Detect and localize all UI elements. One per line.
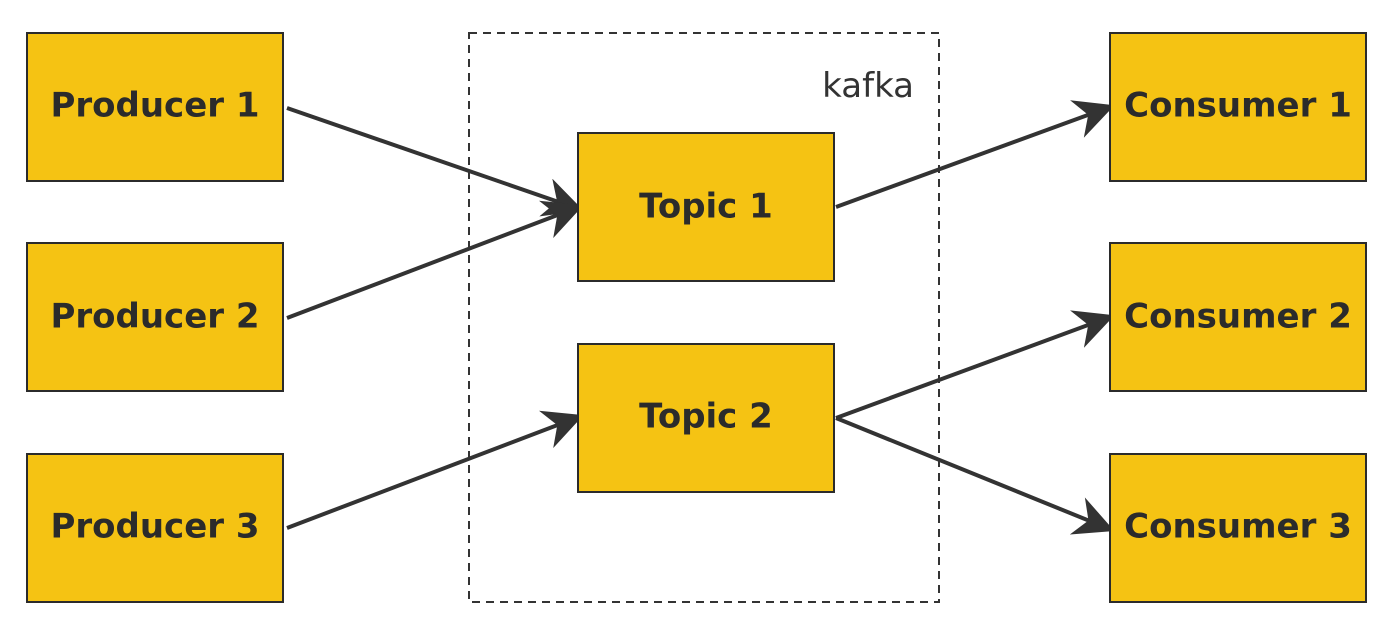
kafka-container-border xyxy=(468,32,940,603)
edges xyxy=(286,100,1115,535)
topic-2-box xyxy=(577,343,835,493)
consumer-2-node[interactable]: Consumer 2 xyxy=(1109,242,1367,392)
edge-producer3-topic2 xyxy=(286,410,584,530)
topic-1-label: Topic 1 xyxy=(639,187,773,227)
producer-2-node[interactable]: Producer 2 xyxy=(26,242,284,392)
edge-producer1-topic1 xyxy=(286,106,584,217)
edge-topic2-consumer3 xyxy=(835,416,1115,535)
consumer-3-box xyxy=(1109,453,1367,603)
topic-2-node[interactable]: Topic 2 xyxy=(577,343,835,493)
producer-3-label: Producer 3 xyxy=(50,507,259,547)
consumer-1-label: Consumer 1 xyxy=(1124,86,1352,126)
topic-1-box xyxy=(577,132,835,282)
producer-1-box xyxy=(26,32,284,182)
topic-2-label: Topic 2 xyxy=(639,397,773,437)
consumer-1-box xyxy=(1109,32,1367,182)
consumer-3-node[interactable]: Consumer 3 xyxy=(1109,453,1367,603)
consumer-1-node[interactable]: Consumer 1 xyxy=(1109,32,1367,182)
producer-2-label: Producer 2 xyxy=(50,297,259,337)
consumer-2-box xyxy=(1109,242,1367,392)
edge-producer2-topic1 xyxy=(286,200,584,320)
producer-3-box xyxy=(26,453,284,603)
topic-1-node[interactable]: Topic 1 xyxy=(577,132,835,282)
producer-3-node[interactable]: Producer 3 xyxy=(26,453,284,603)
producer-1-label: Producer 1 xyxy=(50,86,259,126)
consumer-2-label: Consumer 2 xyxy=(1124,297,1352,337)
edge-topic2-consumer2 xyxy=(835,310,1115,420)
kafka-container-label: kafka xyxy=(822,66,914,106)
consumer-3-label: Consumer 3 xyxy=(1124,507,1352,547)
producer-2-box xyxy=(26,242,284,392)
edge-topic1-consumer1 xyxy=(835,100,1115,209)
producer-1-node[interactable]: Producer 1 xyxy=(26,32,284,182)
kafka-container: kafka xyxy=(468,32,940,603)
